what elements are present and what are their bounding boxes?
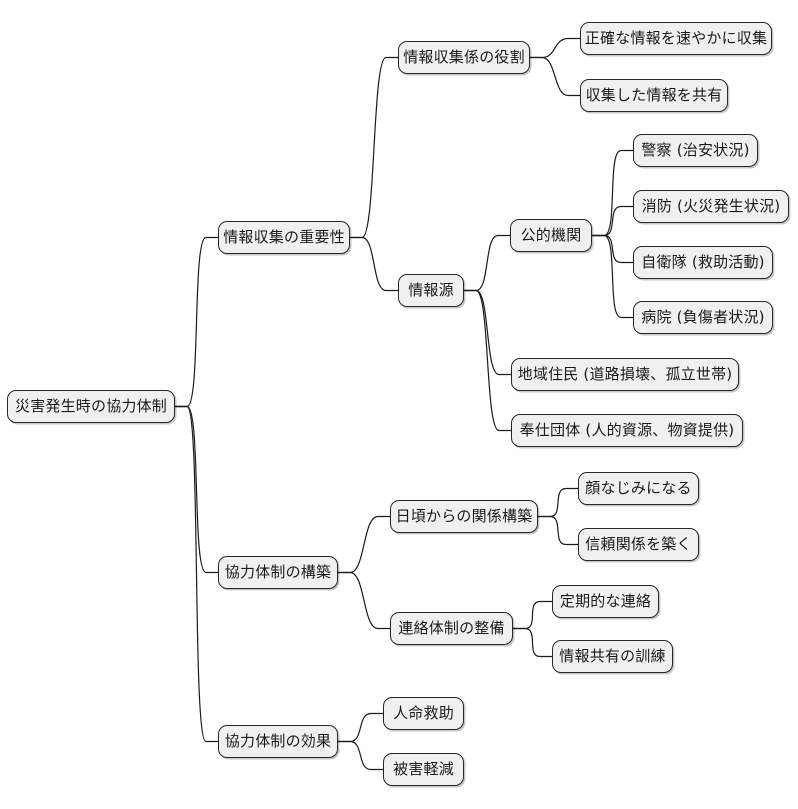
mindmap-node[interactable]: 地域住民 (道路損壊、孤立世帯) <box>511 358 739 391</box>
mindmap-node[interactable]: 人命救助 <box>383 697 464 730</box>
node-label: 病院 (負傷者状況) <box>641 308 765 326</box>
node-label: 収集した情報を共有 <box>585 86 723 104</box>
node-label: 情報共有の訓練 <box>559 647 666 665</box>
mindmap-edge <box>513 600 552 630</box>
node-label: 災害発生時の協力体制 <box>15 397 168 415</box>
mindmap-edge <box>592 149 633 237</box>
mindmap-edge <box>338 740 383 771</box>
node-label: 警察 (治安状況) <box>641 141 750 159</box>
mindmap-root-node[interactable]: 災害発生時の協力体制 <box>7 390 175 423</box>
node-label: 人命救助 <box>393 704 454 722</box>
mindmap-edge <box>592 234 633 319</box>
mindmap-node[interactable]: 公的機関 <box>510 219 592 252</box>
node-label: 協力体制の効果 <box>224 732 332 750</box>
mindmap-node[interactable]: 正確な情報を速やかに収集 <box>580 22 772 55</box>
mindmap-edge <box>175 405 218 743</box>
mindmap-edge <box>538 487 578 518</box>
mindmap-node[interactable]: 病院 (負傷者状況) <box>633 301 773 334</box>
mindmap-node[interactable]: 協力体制の構築 <box>218 556 338 589</box>
node-label: 自衛隊 (救助活動) <box>641 253 765 271</box>
mindmap-edge <box>338 515 390 574</box>
node-label: 情報源 <box>408 281 454 299</box>
mindmap-edge <box>592 234 633 264</box>
mindmap-edge <box>530 37 580 59</box>
node-label: 公的機関 <box>520 226 582 244</box>
node-label: 顔なじみになる <box>585 479 692 497</box>
mindmap-edge <box>350 56 398 239</box>
mindmap-node[interactable]: 顔なじみになる <box>578 472 699 505</box>
node-label: 定期的な連絡 <box>559 592 652 610</box>
mindmap-edge <box>464 234 510 292</box>
mindmap-node[interactable]: 情報収集の重要性 <box>218 221 350 254</box>
node-label: 連絡体制の整備 <box>398 619 505 637</box>
mindmap-node[interactable]: 消防 (火災発生状況) <box>633 190 789 223</box>
mindmap-edge <box>538 515 578 546</box>
node-label: 情報収集係の役割 <box>403 48 525 66</box>
node-label: 被害軽減 <box>393 760 454 778</box>
mindmap-node[interactable]: 収集した情報を共有 <box>580 79 728 112</box>
mindmap-edge <box>338 571 390 630</box>
node-label: 奉仕団体 (人的資源、物資提供) <box>519 421 735 439</box>
mindmap-node[interactable]: 自衛隊 (救助活動) <box>633 246 773 279</box>
mindmap-edge <box>175 236 218 408</box>
node-label: 日頃からの関係構築 <box>395 507 533 525</box>
node-label: 信頼関係を築く <box>585 535 692 553</box>
node-label: 消防 (火災発生状況) <box>641 197 781 215</box>
mindmap-edge <box>464 289 511 432</box>
mindmap-edge <box>530 56 580 97</box>
node-label: 情報収集の重要性 <box>223 228 345 246</box>
node-label: 地域住民 (道路損壊、孤立世帯) <box>517 365 733 383</box>
mindmap-edge <box>464 289 511 376</box>
node-label: 協力体制の構築 <box>224 563 332 581</box>
mindmap-edge <box>513 627 552 658</box>
mindmap-node[interactable]: 連絡体制の整備 <box>390 612 513 645</box>
mindmap-node[interactable]: 被害軽減 <box>383 753 464 786</box>
mindmap-node[interactable]: 警察 (治安状況) <box>633 134 758 167</box>
mindmap-node[interactable]: 情報源 <box>398 274 464 307</box>
mindmap-node[interactable]: 定期的な連絡 <box>552 585 659 618</box>
mindmap-edge <box>592 205 633 237</box>
mindmap-node[interactable]: 協力体制の効果 <box>218 725 338 758</box>
node-label: 正確な情報を速やかに収集 <box>584 29 768 47</box>
mindmap-edge <box>175 405 218 574</box>
mindmap-edge <box>338 712 383 743</box>
mindmap-node[interactable]: 情報収集係の役割 <box>398 41 530 74</box>
mindmap-node[interactable]: 日頃からの関係構築 <box>390 500 538 533</box>
mindmap-node[interactable]: 情報共有の訓練 <box>552 640 673 673</box>
mindmap-node[interactable]: 信頼関係を築く <box>578 528 699 561</box>
mindmap-node[interactable]: 奉仕団体 (人的資源、物資提供) <box>511 414 743 447</box>
mindmap-edge <box>350 236 398 292</box>
